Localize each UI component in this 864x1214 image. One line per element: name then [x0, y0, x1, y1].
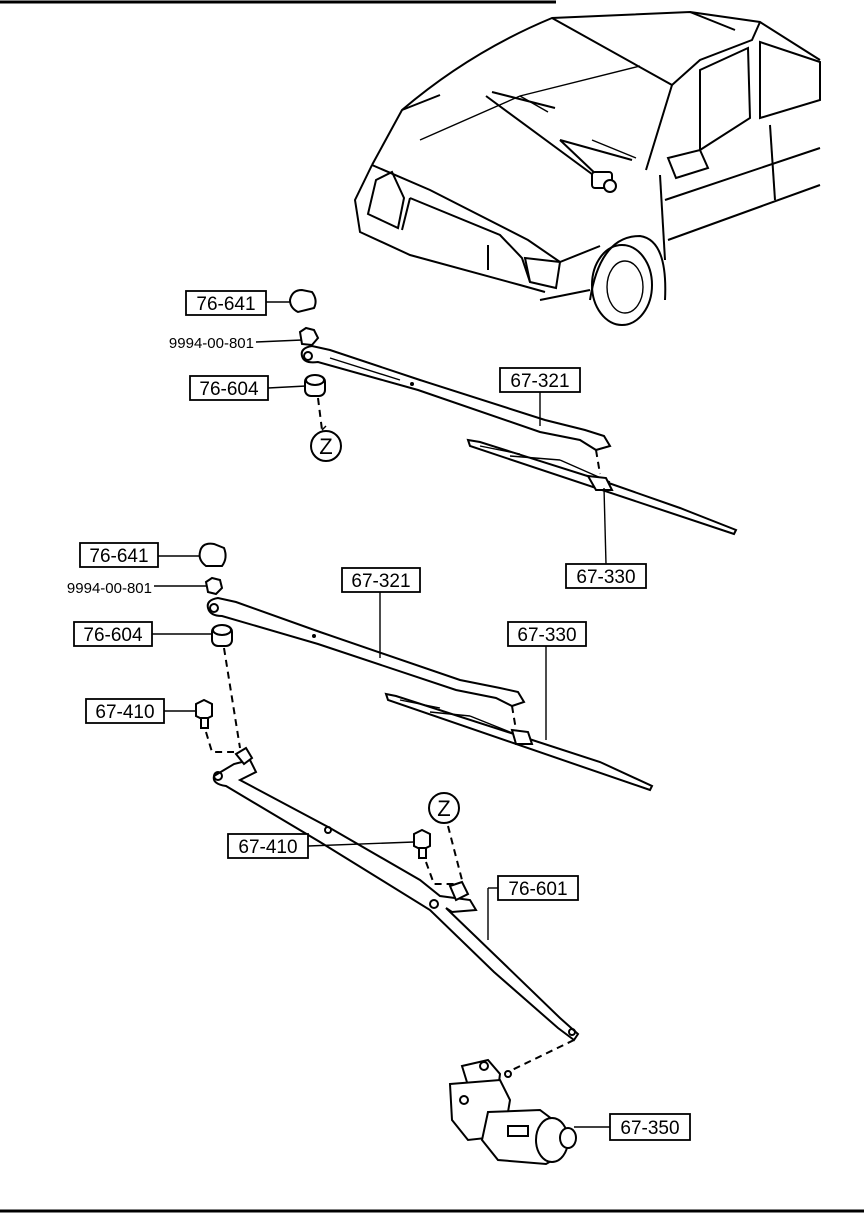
right-bolt-part: [413, 828, 431, 859]
callout-label: 76-601: [508, 879, 567, 900]
callout-label: 67-410: [238, 837, 297, 858]
lower-arm-part: [206, 596, 526, 708]
upper-nut-part: [298, 326, 320, 347]
callout-bolt-left: 67-410: [85, 698, 165, 724]
callout-lower-cap: 76-641: [79, 542, 159, 568]
reference-mark-label: Z: [437, 796, 450, 821]
callout-lower-nut: 9994-00-801: [67, 580, 152, 597]
leader-lines: [152, 301, 610, 1128]
upper-blade-part: [466, 438, 738, 536]
lower-wiper-assembly: [195, 542, 654, 1166]
upper-bushing-part: [304, 374, 326, 397]
callout-upper-cap: 76-641: [185, 290, 267, 316]
lower-bushing-part: [211, 624, 233, 647]
callout-upper-blade: 67-330: [565, 563, 647, 589]
callout-label: 76-641: [89, 546, 148, 567]
upper-arm-part: [300, 344, 612, 452]
motor-part: [448, 1058, 577, 1166]
callout-lower-arm: 67-321: [341, 567, 421, 593]
callout-lower-blade: 67-330: [507, 621, 587, 647]
callout-label: 76-604: [83, 625, 143, 646]
callout-label: 67-410: [95, 702, 154, 723]
lower-nut-part: [204, 576, 224, 596]
lower-blade-part: [384, 692, 654, 792]
reference-mark-label: Z: [319, 434, 332, 459]
callout-motor: 67-350: [609, 1113, 691, 1141]
left-bolt-part: [195, 698, 213, 729]
callout-label: 76-641: [196, 294, 255, 315]
lower-cap-part: [198, 542, 227, 567]
callout-linkage: 76-601: [497, 875, 579, 901]
callout-label: 67-321: [510, 371, 569, 392]
reference-mark-z-lower: Z: [428, 792, 460, 824]
reference-mark-z-upper: Z: [310, 430, 342, 462]
callout-label: 67-330: [517, 625, 576, 646]
callout-lower-bushing: 76-604: [73, 621, 153, 647]
upper-wiper-assembly: [288, 288, 738, 536]
callout-label: 67-321: [351, 571, 410, 592]
callout-upper-bushing: 76-604: [189, 375, 269, 401]
callout-label: 67-350: [620, 1118, 679, 1139]
vehicle-illustration: [353, 10, 821, 326]
callout-upper-nut: 9994-00-801: [169, 335, 254, 352]
upper-cap-part: [288, 288, 317, 314]
callout-label: 67-330: [576, 567, 635, 588]
callout-upper-arm: 67-321: [499, 367, 581, 393]
callout-label: 76-604: [199, 379, 259, 400]
callout-bolt-right: 67-410: [227, 833, 309, 859]
